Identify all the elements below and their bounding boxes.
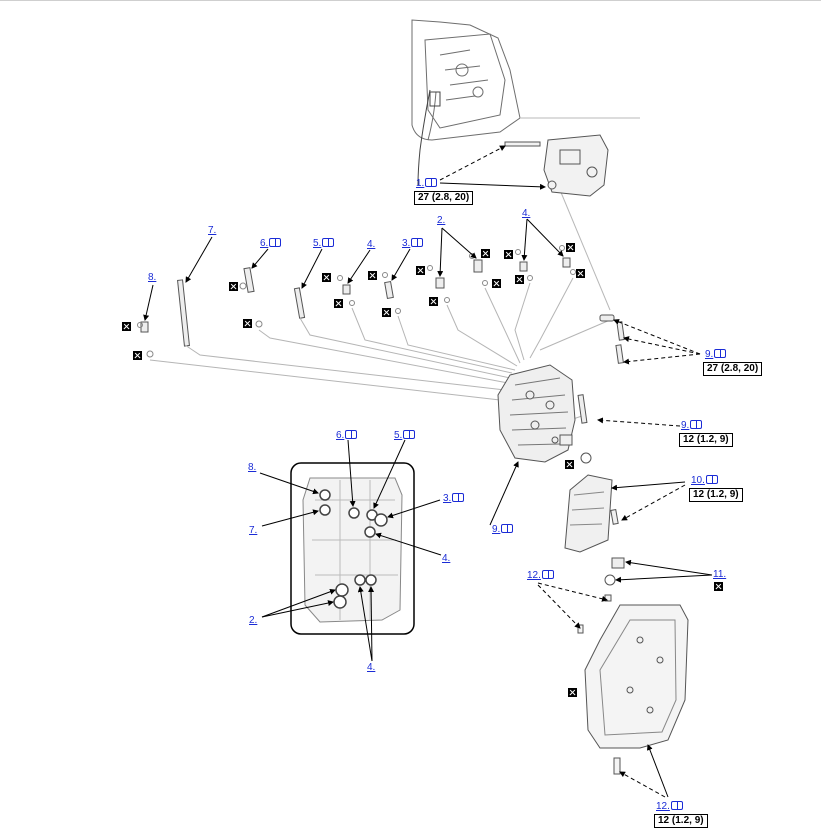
callout-8[interactable]: 8. (148, 272, 157, 283)
inset-frame (290, 462, 415, 635)
inset-callout-5[interactable]: 5. (394, 430, 416, 441)
inset-callout-4-b[interactable]: 4. (367, 662, 376, 673)
book-icon (714, 349, 727, 358)
replace-icon (229, 282, 238, 291)
torque-10: 12 (1.2, 9) (689, 488, 743, 502)
callout-9-c[interactable]: 9. (492, 524, 514, 535)
replace-icon (122, 322, 131, 331)
part-11-drawing (604, 557, 625, 586)
replace-icon (568, 688, 577, 697)
replace-icon (429, 297, 438, 306)
inset-callout-8[interactable]: 8. (248, 462, 257, 473)
callout-5[interactable]: 5. (313, 238, 335, 249)
torque-9-a: 27 (2.8, 20) (703, 362, 763, 376)
torque-1: 27 (2.8, 20) (414, 191, 474, 205)
book-icon (670, 801, 683, 810)
torque-12-b: 12 (1.2, 9) (654, 814, 708, 828)
valve-body-drawing (497, 364, 576, 463)
callout-7[interactable]: 7. (208, 225, 217, 236)
callout-1[interactable]: 1. (416, 178, 438, 189)
inset-ports (319, 489, 388, 609)
replace-icon (565, 460, 574, 469)
callout-6[interactable]: 6. (260, 238, 282, 249)
part-10-drawing (564, 474, 619, 553)
replace-icon (368, 271, 377, 280)
replace-icon (576, 269, 585, 278)
book-icon (411, 238, 424, 247)
callout-9-a[interactable]: 9. (705, 349, 727, 360)
inset-callout-6[interactable]: 6. (336, 430, 358, 441)
replace-icon (334, 299, 343, 308)
replace-icon (322, 273, 331, 282)
transmission-case-drawing (411, 19, 521, 186)
book-icon (452, 493, 465, 502)
callout-3[interactable]: 3. (402, 238, 424, 249)
small-parts (140, 257, 571, 347)
callout-12-b[interactable]: 12. (656, 801, 683, 812)
callout-10[interactable]: 10. (691, 475, 718, 486)
replace-icon (504, 250, 513, 259)
book-icon (403, 430, 416, 439)
book-icon (690, 420, 703, 429)
inset-callout-4-a[interactable]: 4. (442, 553, 451, 564)
book-icon (322, 238, 335, 247)
oil-pan-drawing (577, 594, 689, 775)
replace-icon (566, 243, 575, 252)
book-icon (541, 570, 554, 579)
torque-9-b: 12 (1.2, 9) (679, 433, 733, 447)
replace-icon (382, 308, 391, 317)
callout-11[interactable]: 11. (713, 569, 727, 580)
replace-icon (492, 279, 501, 288)
callout-12-a[interactable]: 12. (527, 570, 554, 581)
replace-icon (481, 249, 490, 258)
book-icon (345, 430, 358, 439)
replace-icon (243, 319, 252, 328)
inset-callout-7[interactable]: 7. (249, 525, 258, 536)
inset-callout-2[interactable]: 2. (249, 615, 258, 626)
book-icon (501, 524, 514, 533)
callout-2[interactable]: 2. (437, 215, 446, 226)
replace-icon (515, 275, 524, 284)
replace-icon (416, 266, 425, 275)
callout-4-left[interactable]: 4. (367, 239, 376, 250)
part-1-drawing (504, 134, 609, 197)
callout-9-b[interactable]: 9. (681, 420, 703, 431)
replace-icon (133, 351, 142, 360)
inset-callout-3[interactable]: 3. (443, 493, 465, 504)
book-icon (269, 238, 282, 247)
book-icon (705, 475, 718, 484)
replace-icon (714, 582, 723, 591)
book-icon (425, 178, 438, 187)
callout-4-right[interactable]: 4. (522, 208, 531, 219)
